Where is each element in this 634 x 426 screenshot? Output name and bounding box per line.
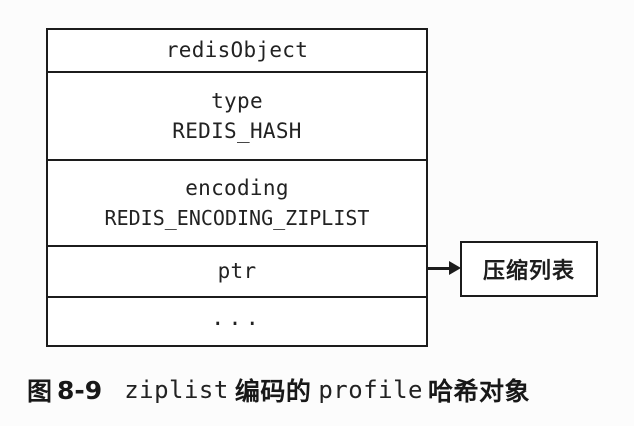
struct-row-encoding: encoding REDIS_ENCODING_ZIPLIST xyxy=(48,161,426,247)
figure-caption: 图 8-9 ziplist 编码的 profile 哈希对象 xyxy=(27,370,617,410)
struct-row-ellipsis: ... xyxy=(48,298,426,344)
ptr-field-label: ptr xyxy=(217,259,257,284)
caption-cn-hash-object: 哈希对象 xyxy=(428,377,531,406)
struct-row-ptr: ptr xyxy=(48,247,426,298)
caption-mono-ziplist: ziplist xyxy=(124,376,229,404)
ziplist-target-label: 压缩列表 xyxy=(482,259,575,284)
caption-mono-profile: profile xyxy=(318,376,424,404)
struct-title-label: redisObject xyxy=(165,38,309,63)
caption-figure-number: 8-9 xyxy=(57,375,103,405)
ziplist-target-box: 压缩列表 xyxy=(460,241,598,297)
arrow-shaft xyxy=(428,267,452,270)
struct-row-type: type REDIS_HASH xyxy=(48,73,426,161)
struct-row-title: redisObject xyxy=(48,30,426,73)
type-field-label: type xyxy=(211,88,263,113)
encoding-field-value: REDIS_ENCODING_ZIPLIST xyxy=(104,205,370,230)
type-field-value: REDIS_HASH xyxy=(172,119,302,143)
ellipsis-label: ... xyxy=(211,306,263,331)
right-arrow-icon xyxy=(428,261,462,275)
caption-cn-encoding: 编码的 xyxy=(234,377,312,406)
arrow-head xyxy=(449,261,461,275)
caption-figure-word: 图 xyxy=(27,377,53,406)
redis-object-struct-box: redisObject type REDIS_HASH encoding RED… xyxy=(46,28,428,347)
encoding-field-label: encoding xyxy=(185,176,289,201)
